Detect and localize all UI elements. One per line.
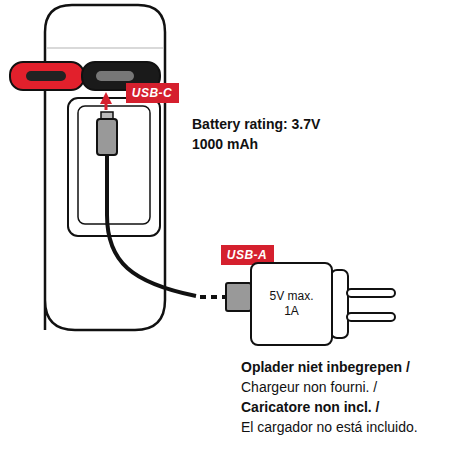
insert-arrow [105,98,108,110]
plug-pin [347,313,395,321]
battery-rating: Battery rating: 3.7V 1000 mAh [192,114,322,154]
note-text: Caricatore non incl. / [241,397,379,417]
node-text: USB-C [132,86,173,100]
port-tag: USB-C [126,83,179,103]
note-text: Oplader niet inbegrepen / [241,357,410,377]
cable-break [200,295,226,299]
mount-inner [78,106,150,224]
usb-c-slot [96,71,134,81]
charging-cable [107,155,196,296]
node-text: USB-A [227,248,268,262]
note-text: El cargador no está incluido. [241,417,418,437]
node-text: 5V max. 1A [269,289,315,319]
note-text: Chargeur non fourni. / [241,377,377,397]
charger-back [331,270,348,338]
cap-slot [26,71,66,81]
plug-pin [347,289,395,297]
rubber-port-cap [10,62,84,90]
usb-c-plug [97,119,117,155]
mount-outer [68,98,160,236]
charger-body: 5V max. 1A [250,262,333,346]
usb-a-plug [226,283,251,311]
housing-seam [47,47,163,49]
